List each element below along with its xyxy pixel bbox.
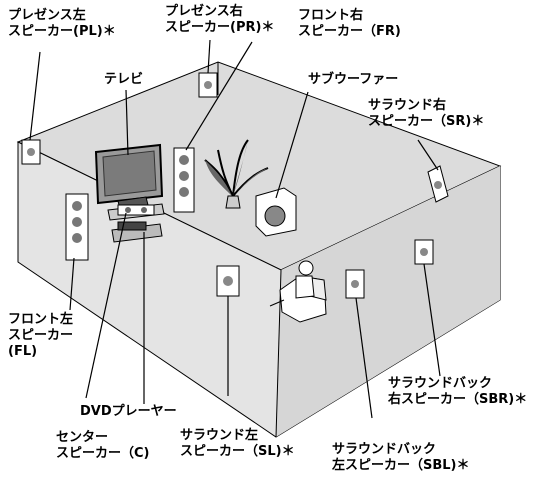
label-surround-left: サラウンド左 スピーカー（SL)＊ <box>180 428 295 460</box>
label-surround-left-line1: サラウンド左 <box>180 428 259 443</box>
label-surround-back-left: サラウンドバック 左スピーカー（SBL)＊ <box>332 442 470 474</box>
leader-lines <box>29 39 441 419</box>
center-speaker <box>117 204 155 216</box>
label-surround-back-right-line2: 右スピーカー（SBR)＊ <box>388 392 528 407</box>
label-tv-line1: テレビ <box>104 72 144 87</box>
label-surround-left-line2: スピーカー（SL)＊ <box>180 444 295 459</box>
presence-left-speaker <box>21 139 41 165</box>
label-surround-back-right-line1: サラウンドバック <box>388 376 493 391</box>
label-front-right-line2: スピーカー（FR) <box>298 24 401 39</box>
label-presence-right-line2: スピーカー(PR)＊ <box>165 20 275 35</box>
tv <box>94 143 164 210</box>
label-tv: テレビ <box>104 72 143 88</box>
label-front-right: フロント右 スピーカー（FR) <box>298 8 401 40</box>
label-front-left-line2: スピーカー <box>8 328 74 343</box>
surround-left-speaker <box>216 265 240 297</box>
surround-back-right-speaker <box>414 239 434 265</box>
label-surround-back-left-line2: 左スピーカー（SBL)＊ <box>332 458 470 473</box>
label-surround-back-right: サラウンドバック 右スピーカー（SBR)＊ <box>388 376 527 408</box>
label-presence-right: プレゼンス右 スピーカー(PR)＊ <box>165 4 274 36</box>
label-presence-right-line1: プレゼンス右 <box>165 4 243 19</box>
label-center-line2: スピーカー（C) <box>56 446 150 461</box>
label-subwoofer: サブウーファー <box>308 72 398 88</box>
label-dvd-player: DVDプレーヤー <box>80 404 177 420</box>
label-surround-right: サラウンド右 スピーカー（SR)＊ <box>368 98 484 130</box>
label-subwoofer-line1: サブウーファー <box>308 72 399 87</box>
label-front-left-line3: (FL) <box>8 344 38 359</box>
front-left-speaker <box>65 193 89 261</box>
label-surround-right-line1: サラウンド右 <box>368 98 447 113</box>
label-presence-left-line1: プレゼンス左 <box>8 8 86 23</box>
listener-chair <box>269 260 327 323</box>
label-center: センター スピーカー（C) <box>56 430 149 462</box>
presence-right-speaker <box>198 72 218 98</box>
subwoofer <box>255 187 297 237</box>
label-front-left-line1: フロント左 <box>8 312 74 327</box>
front-right-speaker <box>173 147 195 213</box>
label-front-left: フロント左 スピーカー (FL) <box>8 312 73 360</box>
surround-back-left-speaker <box>345 269 365 299</box>
label-presence-left: プレゼンス左 スピーカー(PL)＊ <box>8 8 116 40</box>
label-surround-right-line2: スピーカー（SR)＊ <box>368 114 485 129</box>
label-surround-back-left-line1: サラウンドバック <box>332 442 437 457</box>
right-wall <box>276 166 500 437</box>
label-dvd-player-line1: DVDプレーヤー <box>80 404 177 419</box>
plant <box>204 139 269 209</box>
label-center-line1: センター <box>56 430 109 445</box>
label-presence-left-line2: スピーカー(PL)＊ <box>8 24 116 39</box>
label-front-right-line1: フロント右 <box>298 8 364 23</box>
